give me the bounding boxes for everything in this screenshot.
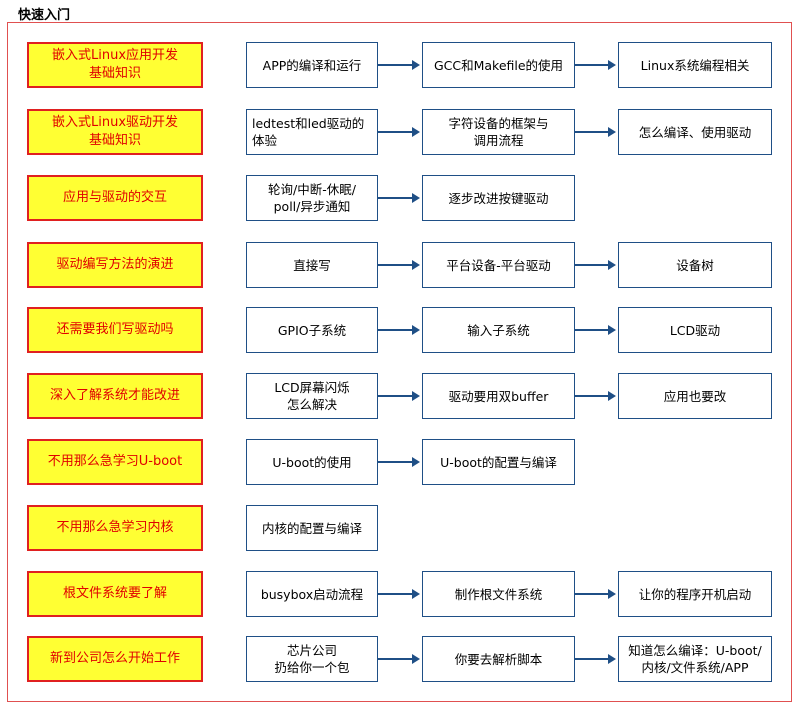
- step-box: APP的编译和运行: [246, 42, 378, 88]
- arrow-right-icon: [378, 193, 420, 203]
- step-box: 轮询/中断-休眠/ poll/异步通知: [246, 175, 378, 221]
- step-box: 知道怎么编译：U-boot/ 内核/文件系统/APP: [618, 636, 772, 682]
- diagram-frame: [7, 22, 792, 702]
- roadmap-row: 新到公司怎么开始工作芯片公司 扔给你一个包你要去解析脚本知道怎么编译：U-boo…: [0, 636, 800, 683]
- step-box: 直接写: [246, 242, 378, 288]
- arrow-right-icon: [378, 127, 420, 137]
- step-box: 字符设备的框架与 调用流程: [422, 109, 575, 155]
- step-box: LCD屏幕闪烁 怎么解决: [246, 373, 378, 419]
- topic-box: 驱动编写方法的演进: [27, 242, 203, 288]
- roadmap-row: 根文件系统要了解 busybox启动流程制作根文件系统让你的程序开机启动: [0, 571, 800, 618]
- roadmap-row: 驱动编写方法的演进直接写平台设备-平台驱动设备树: [0, 242, 800, 289]
- roadmap-row: 应用与驱动的交互轮询/中断-休眠/ poll/异步通知逐步改进按键驱动: [0, 175, 800, 222]
- topic-box: 嵌入式Linux应用开发 基础知识: [27, 42, 203, 88]
- step-box: GCC和Makefile的使用: [422, 42, 575, 88]
- arrow-right-icon: [378, 589, 420, 599]
- roadmap-row: 嵌入式Linux驱动开发 基础知识 ledtest和led驱动的 体验字符设备的框…: [0, 109, 800, 156]
- step-box: 设备树: [618, 242, 772, 288]
- roadmap-row: 还需要我们写驱动吗 GPIO子系统输入子系统 LCD驱动: [0, 307, 800, 354]
- arrow-right-icon: [575, 325, 616, 335]
- step-box: ledtest和led驱动的 体验: [246, 109, 378, 155]
- step-box: 制作根文件系统: [422, 571, 575, 617]
- arrow-right-icon: [575, 260, 616, 270]
- step-box: 你要去解析脚本: [422, 636, 575, 682]
- topic-box: 还需要我们写驱动吗: [27, 307, 203, 353]
- step-box: 内核的配置与编译: [246, 505, 378, 551]
- step-box: 逐步改进按键驱动: [422, 175, 575, 221]
- step-box: 芯片公司 扔给你一个包: [246, 636, 378, 682]
- roadmap-row: 不用那么急学习内核内核的配置与编译: [0, 505, 800, 552]
- step-box: 平台设备-平台驱动: [422, 242, 575, 288]
- arrow-right-icon: [378, 60, 420, 70]
- step-box: 怎么编译、使用驱动: [618, 109, 772, 155]
- page-title: 快速入门: [18, 8, 71, 23]
- topic-box: 不用那么急学习内核: [27, 505, 203, 551]
- topic-box: 新到公司怎么开始工作: [27, 636, 203, 682]
- step-box: 让你的程序开机启动: [618, 571, 772, 617]
- step-box: U-boot的配置与编译: [422, 439, 575, 485]
- arrow-right-icon: [378, 391, 420, 401]
- arrow-right-icon: [575, 654, 616, 664]
- topic-box: 嵌入式Linux驱动开发 基础知识: [27, 109, 203, 155]
- topic-box: 深入了解系统才能改进: [27, 373, 203, 419]
- roadmap-row: 深入了解系统才能改进 LCD屏幕闪烁 怎么解决驱动要用双buffer 应用也要改: [0, 373, 800, 420]
- arrow-right-icon: [575, 391, 616, 401]
- topic-box: 根文件系统要了解: [27, 571, 203, 617]
- step-box: 应用也要改: [618, 373, 772, 419]
- arrow-right-icon: [575, 589, 616, 599]
- step-box: busybox启动流程: [246, 571, 378, 617]
- topic-box: 不用那么急学习U-boot: [27, 439, 203, 485]
- step-box: Linux系统编程相关: [618, 42, 772, 88]
- roadmap-row: 嵌入式Linux应用开发 基础知识 APP的编译和运行 GCC和Makefile的使…: [0, 42, 800, 89]
- step-box: U-boot的使用: [246, 439, 378, 485]
- arrow-right-icon: [575, 127, 616, 137]
- topic-box: 应用与驱动的交互: [27, 175, 203, 221]
- arrow-right-icon: [378, 325, 420, 335]
- roadmap-row: 不用那么急学习U-boot U-boot的使用 U-boot的配置与编译: [0, 439, 800, 486]
- arrow-right-icon: [575, 60, 616, 70]
- step-box: LCD驱动: [618, 307, 772, 353]
- arrow-right-icon: [378, 260, 420, 270]
- step-box: GPIO子系统: [246, 307, 378, 353]
- step-box: 驱动要用双buffer: [422, 373, 575, 419]
- arrow-right-icon: [378, 654, 420, 664]
- step-box: 输入子系统: [422, 307, 575, 353]
- arrow-right-icon: [378, 457, 420, 467]
